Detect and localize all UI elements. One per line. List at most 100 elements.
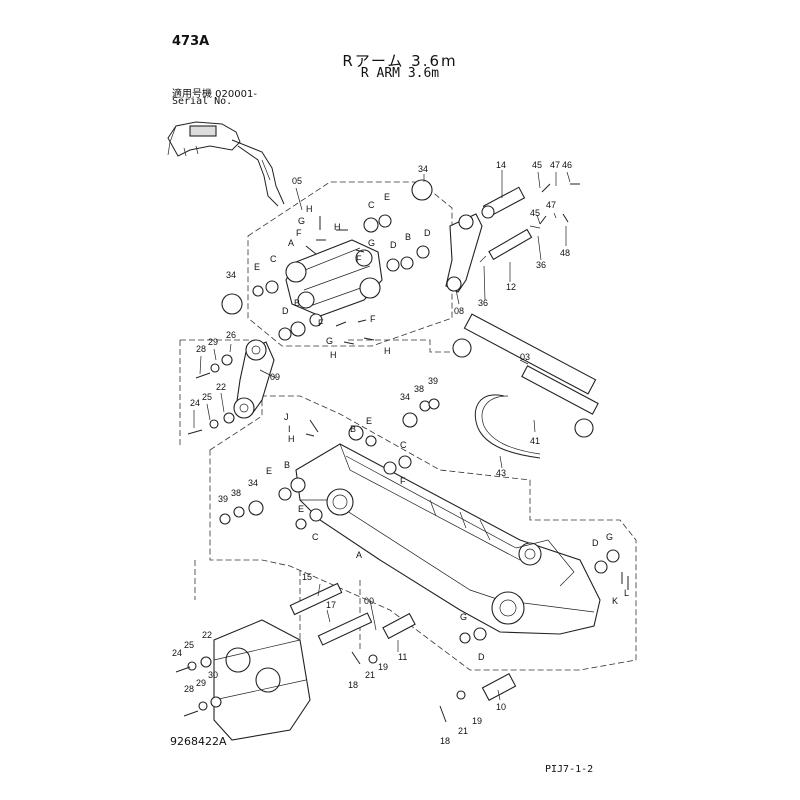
callout-24: 24 [172, 648, 182, 658]
callout-22: 22 [202, 630, 212, 640]
label-C: C [270, 254, 277, 264]
callout-12: 12 [506, 282, 516, 292]
label-B: B [294, 298, 300, 308]
label-F: F [370, 314, 376, 324]
label-L: L [624, 588, 629, 598]
callout-25: 25 [202, 392, 212, 402]
label-G: G [606, 532, 613, 542]
excavator-thumbnail [167, 121, 285, 207]
label-E: E [366, 416, 372, 426]
callout-41: 41 [530, 436, 540, 446]
dashed-group-arm [209, 395, 637, 671]
label-H: H [306, 204, 313, 214]
label-H: H [334, 222, 341, 232]
title-japanese: Rアーム 3.6m [342, 52, 458, 70]
callout-24: 24 [190, 398, 200, 408]
callout-10: 10 [496, 702, 506, 712]
callout-43: 43 [496, 468, 506, 478]
callout-48: 48 [560, 248, 570, 258]
callout-19: 19 [472, 716, 482, 726]
callout-08: 08 [454, 306, 464, 316]
label-D: D [282, 306, 289, 316]
callout-22: 22 [216, 382, 226, 392]
link-08 [445, 213, 483, 293]
label-E: E [266, 466, 272, 476]
callout-47: 47 [550, 160, 560, 170]
label-A: A [356, 550, 362, 560]
link-assembly [285, 239, 383, 317]
label-H: H [384, 346, 391, 356]
callout-21: 21 [458, 726, 468, 736]
label-D: D [424, 228, 431, 238]
callout-36: 36 [478, 298, 488, 308]
callout-45: 45 [530, 208, 540, 218]
pins-lower [289, 582, 517, 701]
label-F: F [318, 318, 324, 328]
label-F: F [400, 476, 406, 486]
title-english: R ARM 3.6m [360, 66, 440, 81]
callout-34: 34 [418, 164, 428, 174]
label-E: E [298, 504, 304, 514]
link-09 [233, 339, 275, 419]
callout-03: 03 [520, 352, 530, 362]
label-E: E [384, 192, 390, 202]
label-H: H [288, 434, 295, 444]
hose-43 [474, 394, 541, 459]
callout-05: 05 [292, 176, 302, 186]
arm-body [295, 443, 601, 635]
pin-12 [479, 225, 541, 263]
sheet-code: PIJ7-1-2 [545, 764, 594, 775]
label-G: G [298, 216, 305, 226]
dashed-leader-left [179, 339, 250, 600]
callout-15: 15 [302, 572, 312, 582]
label-F: F [356, 254, 362, 264]
label-G: G [368, 238, 375, 248]
callout-28: 28 [184, 684, 194, 694]
label-H: H [330, 350, 337, 360]
label-E: E [254, 262, 260, 272]
callout-34: 34 [400, 392, 410, 402]
callout-28: 28 [196, 344, 206, 354]
label-G: G [460, 612, 467, 622]
callout-47: 47 [546, 200, 556, 210]
label-D: D [478, 652, 485, 662]
label-J: J [284, 412, 289, 422]
pin-14 [481, 186, 526, 219]
letter-labels: A C E C E G H F H G F D B D D B F G H F … [254, 192, 629, 662]
callout-09: 09 [270, 372, 280, 382]
callout-45: 45 [532, 160, 542, 170]
callout-00: 00 [364, 596, 374, 606]
callout-30: 30 [208, 670, 218, 680]
cylinder-03 [452, 313, 599, 438]
small-hardware [175, 179, 629, 723]
label-B: B [405, 232, 411, 242]
label-F: F [296, 228, 302, 238]
page-code: 473A [172, 34, 210, 49]
callout-14: 14 [496, 160, 506, 170]
label-K: K [612, 596, 618, 606]
callout-46: 46 [562, 160, 572, 170]
label-A: A [288, 238, 294, 248]
callout-39: 39 [218, 494, 228, 504]
label-C: C [312, 532, 319, 542]
drawing-number: 9268422A [170, 735, 227, 748]
callout-38: 38 [231, 488, 241, 498]
label-B: B [350, 424, 356, 434]
callout-29: 29 [208, 337, 218, 347]
callout-34: 34 [248, 478, 258, 488]
callout-labels: 05 34 14 45 47 46 47 45 48 36 12 36 08 3… [172, 160, 572, 746]
label-C: C [400, 440, 407, 450]
label-C: C [368, 200, 375, 210]
callout-19: 19 [378, 662, 388, 672]
serial-number-label-english: Serial No. [172, 96, 233, 107]
callout-34: 34 [226, 270, 236, 280]
label-D: D [592, 538, 599, 548]
callout-18: 18 [440, 736, 450, 746]
callout-18: 18 [348, 680, 358, 690]
callout-39: 39 [428, 376, 438, 386]
bucket-link-assembly [213, 619, 311, 741]
dashed-group-top [247, 181, 453, 347]
callout-29: 29 [196, 678, 206, 688]
